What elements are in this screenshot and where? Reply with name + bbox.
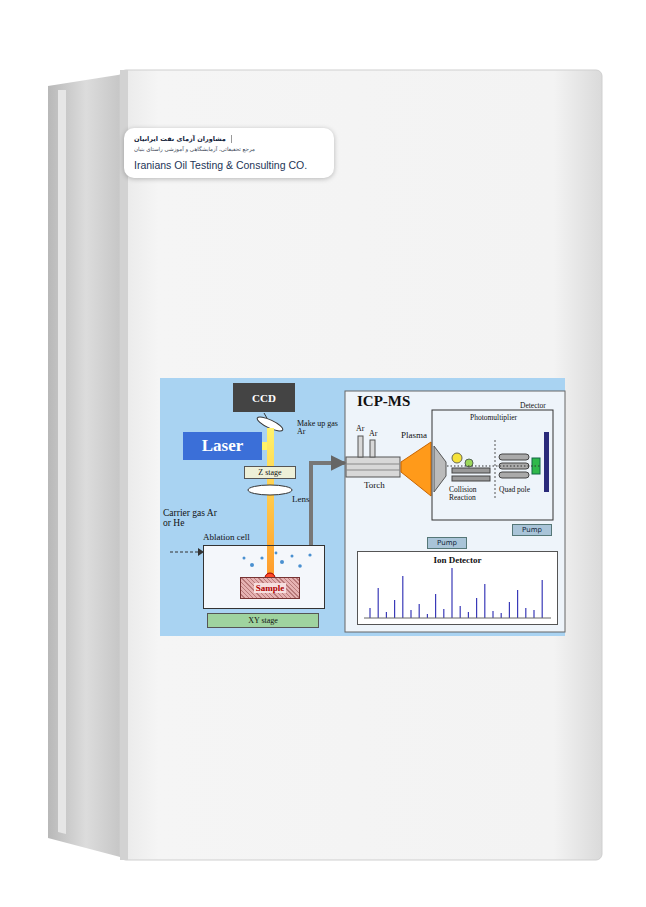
ar-inlet: [370, 440, 375, 457]
node-label: Sample: [254, 583, 287, 593]
cell-fill: [203, 545, 325, 609]
icp-ms-panel: ICP-MSPumpPumpIon Detector: [345, 391, 565, 632]
diagram-ground: [160, 378, 565, 636]
lens-label: Lens: [292, 495, 310, 504]
component-label: Photomultiplier: [470, 414, 517, 422]
gas-transfer-tube: [311, 463, 345, 545]
company-tagline-fa: مرجع تحقیقاتی، آزمایشگاهی و آموزشی راستا…: [134, 146, 255, 152]
torch-label: Torch: [364, 481, 385, 490]
book-pages: [58, 90, 66, 834]
torch-inner: [346, 464, 400, 465]
component-label: Collision Reaction: [449, 486, 493, 502]
carrier-gas-line: [170, 552, 198, 553]
ion-detector-panel: Ion Detector: [357, 551, 558, 625]
panel-heading: Ion Detector: [358, 552, 557, 565]
laser-beam: [267, 428, 274, 578]
pump-box: Pump: [512, 524, 552, 536]
lens: [248, 485, 292, 495]
node-label: Laser: [202, 436, 244, 456]
xy-stage: XY stage: [207, 613, 319, 628]
node-label: Pump: [522, 526, 542, 534]
spectrum-peak: [484, 584, 485, 618]
detector-plate: [544, 432, 549, 492]
ion-cloud: [452, 453, 462, 463]
node-label: CCD: [252, 392, 276, 404]
ablated-particles: [243, 552, 312, 568]
spectrum-peak: [509, 602, 510, 618]
z-stage: Z stage: [244, 466, 296, 479]
spectrum-peak: [386, 612, 387, 618]
ar-inlet: [358, 436, 363, 457]
component-label: Quad pole: [499, 486, 530, 494]
icp-panel-fill: [345, 391, 565, 632]
mass-spec-housing: [432, 410, 553, 520]
ccd-camera: CCD: [233, 383, 295, 412]
cell-heading: Ablation cell: [203, 531, 325, 543]
node-label: Z stage: [258, 468, 281, 477]
spectrum-peak: [419, 604, 420, 618]
spectrum-peak: [542, 580, 543, 618]
sample-block: Sample: [240, 577, 300, 599]
pump-box: Pump: [427, 537, 467, 549]
collision-rod: [452, 476, 490, 481]
gas-inlet-label: Make up gas Ar: [297, 420, 343, 437]
spectrum-peak: [476, 598, 477, 618]
collision-rod: [452, 468, 490, 473]
component-label: Detector: [520, 402, 546, 410]
node-label: Pump: [437, 539, 457, 547]
gas-label: Ar: [369, 430, 377, 438]
ablation-cell: Ablation cellSample: [203, 531, 325, 609]
spectrum-peak: [517, 590, 518, 618]
spectrum-peak: [394, 600, 395, 618]
spectrum-peak: [451, 568, 452, 618]
company-logo-card: مشاوران آزمای نفت ایرانیان مرجع تحقیقاتی،…: [124, 128, 334, 178]
spectrum-peak: [501, 613, 502, 618]
spectrum-peak: [402, 576, 403, 618]
spectrum-peak: [492, 611, 493, 618]
torch-inner: [346, 470, 400, 471]
book-cover: [120, 70, 602, 860]
laser-source: Laser: [183, 432, 262, 460]
quad-rod: [499, 454, 529, 460]
book-spine: [48, 74, 124, 858]
quad-rod: [499, 472, 529, 478]
node-label: XY stage: [248, 616, 278, 625]
torch-tube: [346, 457, 400, 477]
gas-label: Ar: [356, 425, 364, 433]
spectrum-peak: [410, 610, 411, 618]
spectrum-peak: [435, 594, 436, 618]
ion-path: [447, 466, 540, 467]
gas-inlet-label: Carrier gas Ar or He: [163, 509, 221, 529]
spectrum-peak: [443, 609, 444, 618]
spectrum-peak: [427, 614, 428, 618]
company-name-en: Iranians Oil Testing & Consulting CO.: [134, 159, 324, 171]
sampler-cone: [434, 446, 446, 492]
chamber-divider: [495, 440, 496, 500]
cover-hinge: [120, 70, 128, 860]
plasma-label: Plasma: [401, 431, 427, 440]
spectrum-peak: [378, 588, 379, 618]
spectrum-peak: [369, 608, 370, 618]
spectrum-peak: [533, 610, 534, 618]
spectrum-axis: [364, 618, 551, 619]
spectrum-peak: [525, 608, 526, 618]
company-name-fa: مشاوران آزمای نفت ایرانیان: [134, 135, 232, 143]
spectrum-peak: [468, 612, 469, 618]
spectrum-peak: [460, 606, 461, 618]
plasma-flame: [401, 442, 431, 496]
